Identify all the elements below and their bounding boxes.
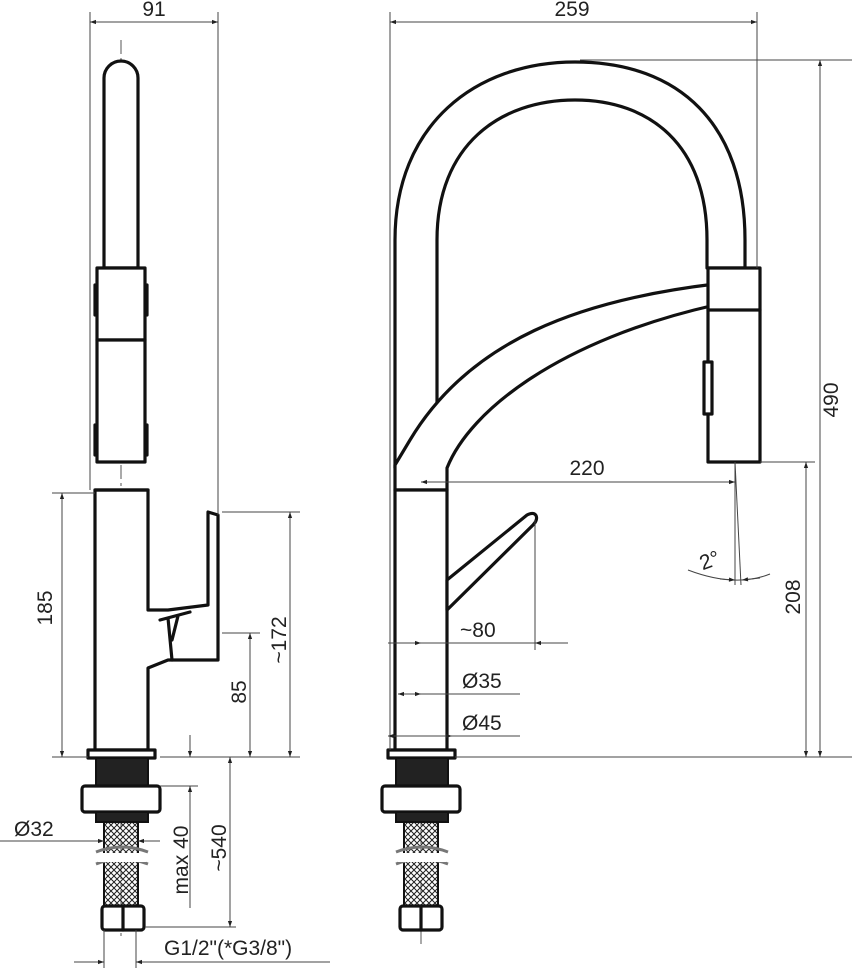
pull-out-head	[706, 266, 762, 464]
hose	[403, 821, 439, 907]
dim-height-208: 208	[782, 579, 805, 614]
spray-tube	[102, 59, 140, 270]
mount-nut	[80, 784, 162, 814]
dim-reach-220: 220	[569, 457, 604, 480]
dim-connection-thread: G1/2"(*G3/8")	[164, 937, 292, 960]
base-plate	[86, 748, 157, 760]
dim-width-91: 91	[142, 0, 165, 21]
front-view: 259 490 208 220 2° ~80 Ø35 Ø45	[380, 0, 852, 945]
spray-head-upper	[95, 266, 147, 342]
dim-width-259: 259	[554, 0, 589, 21]
dim-height-85: 85	[228, 680, 251, 703]
spray-head-lower	[95, 338, 147, 464]
dim-angle-2deg: 2°	[696, 547, 723, 575]
lever-handle[interactable]	[445, 511, 539, 612]
spray-button[interactable]	[702, 360, 714, 416]
base-plate	[386, 748, 457, 760]
dim-hose-540: ~540	[208, 824, 231, 871]
dim-height-172: ~172	[268, 616, 291, 663]
dim-diameter-45: Ø45	[462, 712, 502, 735]
dim-height-185: 185	[34, 590, 57, 625]
dim-height-490: 490	[820, 382, 843, 417]
hose	[103, 821, 139, 907]
faucet-body	[393, 488, 449, 752]
dim-diameter-32: Ø32	[14, 818, 54, 841]
mount-thread	[95, 757, 149, 787]
mount-thread	[395, 757, 449, 787]
dim-max-40: max 40	[170, 826, 193, 895]
faucet-body	[93, 488, 220, 752]
spout-arm	[393, 282, 732, 492]
dim-lever-80: ~80	[460, 619, 496, 642]
side-view: 91 185 ~172 85 max 40 ~540 Ø32 G1/2"(*G3…	[0, 0, 330, 968]
dim-diameter-35: Ø35	[462, 670, 502, 693]
mount-nut	[380, 784, 462, 814]
